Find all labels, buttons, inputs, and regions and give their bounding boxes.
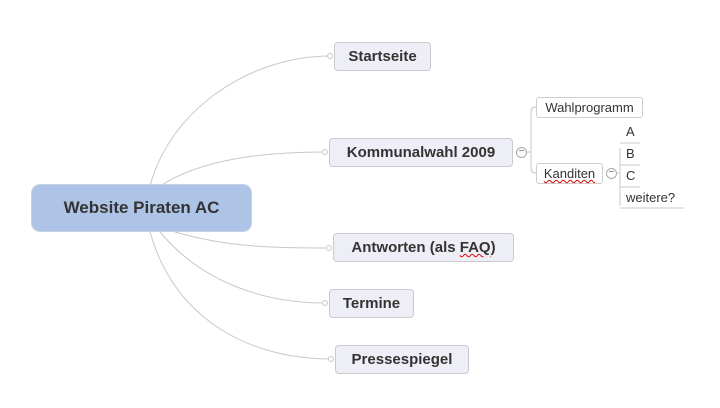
leaf-weitere[interactable]: weitere? bbox=[626, 190, 676, 205]
antworten-faq: FAQ bbox=[459, 239, 491, 256]
subtopic-wahlprogramm[interactable]: Wahlprogramm bbox=[536, 97, 643, 118]
topic-antworten[interactable]: Antworten (als FAQ) bbox=[333, 233, 514, 262]
collapse-kommunalwahl-button[interactable]: − bbox=[516, 147, 527, 158]
central-topic[interactable]: Website Piraten AC bbox=[31, 184, 252, 232]
collapse-kanditen-button[interactable]: − bbox=[606, 168, 617, 179]
antworten-label: Antworten (als bbox=[351, 239, 460, 256]
topic-pressespiegel[interactable]: Pressespiegel bbox=[335, 345, 469, 374]
leaf-c[interactable]: C bbox=[626, 168, 636, 183]
leaf-a[interactable]: A bbox=[626, 124, 635, 139]
leaf-b[interactable]: B bbox=[626, 146, 635, 161]
antworten-close: ) bbox=[490, 239, 496, 256]
subtopic-kanditen[interactable]: Kanditen bbox=[536, 163, 603, 184]
topic-termine[interactable]: Termine bbox=[329, 289, 414, 318]
topic-startseite[interactable]: Startseite bbox=[334, 42, 431, 71]
kanditen-label: Kanditen bbox=[543, 166, 596, 181]
topic-kommunalwahl[interactable]: Kommunalwahl 2009 bbox=[329, 138, 513, 167]
